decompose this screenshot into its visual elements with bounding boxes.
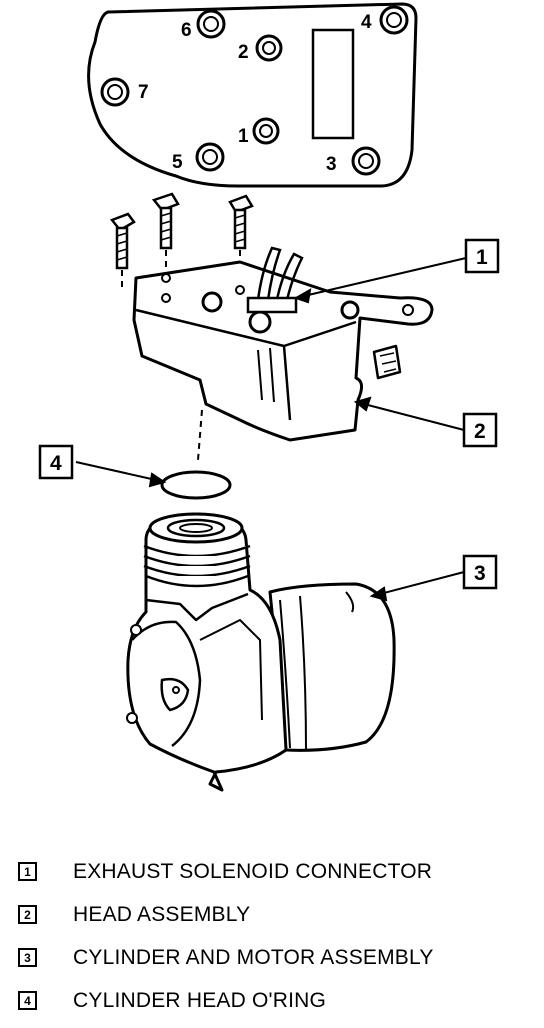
legend-text: EXHAUST SOLENOID CONNECTOR: [73, 859, 433, 883]
callout-leaders: [75, 257, 467, 602]
callout-number-3: 3: [474, 562, 486, 585]
bolt-number-7: 7: [138, 82, 149, 103]
legend-text: CYLINDER AND MOTOR ASSEMBLY: [73, 945, 434, 969]
legend-item: 2 HEAD ASSEMBLY: [18, 893, 528, 936]
legend-number-box: 2: [18, 905, 37, 924]
bolt-number-3: 3: [326, 154, 337, 175]
plate-bolt-5: [195, 142, 225, 172]
callout-box-2: 2: [462, 412, 498, 448]
legend-text: CYLINDER HEAD O'RING: [73, 988, 327, 1012]
callout-number-1: 1: [476, 246, 488, 269]
legend-item: 3 CYLINDER AND MOTOR ASSEMBLY: [18, 936, 528, 979]
head-screws: [109, 192, 254, 270]
screw-middle: [151, 192, 180, 250]
legend-item: 1 EXHAUST SOLENOID CONNECTOR: [18, 850, 528, 893]
head-assembly: [132, 260, 434, 442]
plate-bolt-6: [196, 9, 226, 39]
parts-legend: 1 EXHAUST SOLENOID CONNECTOR 2 HEAD ASSE…: [18, 850, 528, 1022]
bolt-number-6: 6: [181, 20, 192, 41]
callout-box-3: 3: [462, 554, 498, 590]
bolt-number-4: 4: [361, 12, 372, 33]
cylinder-motor-assembly: [126, 512, 396, 792]
legend-number-box: 3: [18, 948, 37, 967]
bolt-number-5: 5: [172, 152, 183, 173]
legend-item: 4 CYLINDER HEAD O'RING: [18, 979, 528, 1022]
plate-bolt-1: [252, 117, 280, 145]
callout-number-2: 2: [474, 420, 486, 443]
screw-left: [109, 212, 136, 270]
bolt-sequence-plate: [87, 2, 418, 188]
bolt-sequence-numbers: 6 4 2 7 1 5 3: [138, 12, 372, 175]
callout-box-1: 1: [464, 238, 500, 274]
exhaust-solenoid-connector: [246, 246, 304, 314]
plate-bolt-7: [100, 77, 130, 107]
screw-right: [228, 194, 254, 250]
callout-box-4: 4: [38, 444, 74, 480]
plate-bolt-3: [351, 146, 381, 176]
plate-bolt-2: [255, 34, 283, 62]
legend-number-box: 1: [18, 862, 37, 881]
cylinder-head-oring: [160, 470, 232, 500]
legend-number-box: 4: [18, 991, 37, 1010]
plate-bolt-4: [379, 5, 409, 35]
bolt-number-1: 1: [238, 126, 249, 147]
legend-text: HEAD ASSEMBLY: [73, 902, 251, 926]
bolt-number-2: 2: [238, 42, 249, 63]
callout-number-4: 4: [50, 452, 62, 475]
